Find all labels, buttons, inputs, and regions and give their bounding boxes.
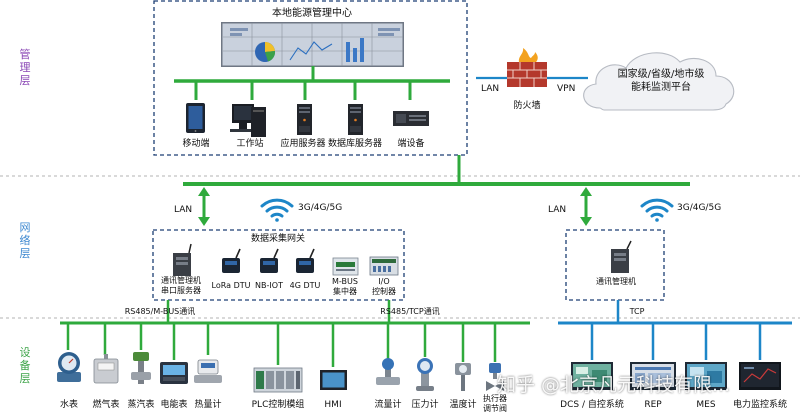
control-label: 流量计 bbox=[374, 400, 402, 410]
gateway-item-label: LoRa DTU bbox=[211, 281, 251, 290]
dtu-icon bbox=[260, 248, 279, 273]
firewall-icon bbox=[507, 48, 547, 87]
valve-icon bbox=[486, 363, 504, 391]
bus-right-label: TCP bbox=[629, 307, 645, 316]
hmi-icon bbox=[320, 370, 347, 390]
left-wireless-label: 3G/4G/5G bbox=[298, 203, 343, 213]
right-gateway-box bbox=[565, 229, 665, 301]
plc-icon bbox=[253, 367, 303, 393]
gateway-title: 数据采集网关 bbox=[250, 234, 306, 244]
gateway-item-label: 串口服务器 bbox=[161, 286, 201, 295]
dtu-icon bbox=[222, 248, 241, 273]
right-lan-arrow bbox=[580, 187, 592, 226]
meter-label: 热量计 bbox=[194, 400, 222, 410]
gateway-item-label: 4G DTU bbox=[289, 281, 321, 290]
gateway-item-label: NB-IOT bbox=[255, 281, 283, 290]
device-label-app-server: 应用服务器 bbox=[280, 139, 326, 149]
system-label: MES bbox=[696, 400, 716, 410]
water-meter-icon bbox=[57, 352, 81, 382]
device-label-workstation: 工作站 bbox=[236, 139, 264, 149]
screen-icon bbox=[685, 362, 727, 390]
rack-device-icon bbox=[393, 111, 429, 126]
screen-icon bbox=[739, 362, 781, 390]
cloud-icon bbox=[583, 52, 735, 111]
cloud-text-line1: 国家级/省级/地市级 bbox=[617, 69, 705, 80]
thermometer-icon bbox=[455, 363, 471, 391]
gas-meter-icon bbox=[93, 354, 119, 384]
steam-meter-icon bbox=[131, 352, 151, 384]
control-label: 执行器 bbox=[483, 394, 507, 403]
comm-manager-icon bbox=[173, 243, 192, 276]
control-label: 调节阀 bbox=[483, 404, 507, 413]
device-label-end-device: 端设备 bbox=[397, 139, 425, 149]
comm-manager-icon bbox=[611, 240, 632, 273]
io-controller-icon bbox=[369, 256, 399, 276]
server-icon bbox=[297, 104, 312, 135]
screen-icon bbox=[630, 362, 676, 390]
meter-label: 燃气表 bbox=[92, 400, 120, 410]
right-wireless-label: 3G/4G/5G bbox=[677, 203, 722, 213]
control-label: HMI bbox=[324, 400, 342, 410]
left-lan-arrow bbox=[198, 187, 210, 226]
workstation-icon bbox=[230, 104, 266, 137]
layer-label-management: 管理层 bbox=[19, 48, 31, 87]
gateway-item-label: M-BUS bbox=[332, 277, 358, 286]
watermark-text: 知乎 @北京凡元科技有限... bbox=[497, 374, 731, 396]
wifi-icon bbox=[260, 198, 294, 222]
heat-meter-icon bbox=[194, 359, 222, 383]
meter-label: 水表 bbox=[59, 400, 79, 410]
layer-label-device: 设备层 bbox=[19, 346, 31, 385]
cloud-text-line2: 能耗监测平台 bbox=[631, 82, 691, 93]
gateway-item-label: 控制器 bbox=[372, 287, 396, 296]
mbus-icon bbox=[332, 257, 359, 276]
meter-label: 蒸汽表 bbox=[127, 400, 155, 410]
gateway-item-label: 通讯管理机 bbox=[161, 276, 201, 285]
flowmeter-icon bbox=[376, 358, 400, 385]
screen-icon bbox=[571, 362, 613, 390]
video-wall bbox=[221, 22, 404, 67]
tablet-icon bbox=[186, 103, 205, 133]
system-label: DCS / 自控系统 bbox=[560, 400, 624, 410]
device-label-db-server: 数据库服务器 bbox=[327, 139, 383, 149]
management-center-title: 本地能源管理中心 bbox=[272, 8, 352, 19]
firewall-label: 防火墙 bbox=[513, 101, 541, 111]
bus-mid-label: RS485/TCP通讯 bbox=[380, 307, 440, 316]
server-icon bbox=[348, 104, 363, 135]
gateway-item-label: 集中器 bbox=[333, 287, 357, 296]
wifi-icon bbox=[640, 198, 674, 222]
dtu-icon bbox=[296, 248, 315, 273]
control-label: PLC控制模组 bbox=[251, 400, 305, 410]
power-meter-icon bbox=[160, 362, 188, 384]
control-label: 压力计 bbox=[411, 400, 439, 410]
right-lan-label: LAN bbox=[548, 205, 567, 215]
control-label: 温度计 bbox=[449, 400, 477, 410]
firewall-lan-label: LAN bbox=[481, 84, 500, 94]
pressure-gauge-icon bbox=[416, 358, 434, 391]
meter-label: 电能表 bbox=[160, 400, 188, 410]
right-gateway-label: 通讯管理机 bbox=[596, 277, 636, 286]
management-center-box bbox=[153, 0, 468, 156]
system-label: 电力监控系统 bbox=[732, 400, 788, 410]
gateway-item-label: I/O bbox=[378, 277, 390, 286]
system-label: REP bbox=[644, 400, 662, 410]
firewall-vpn-label: VPN bbox=[557, 84, 576, 94]
device-label-mobile: 移动端 bbox=[182, 139, 210, 149]
layer-label-network: 网络层 bbox=[19, 221, 31, 260]
left-lan-label: LAN bbox=[174, 205, 193, 215]
bus-left-label: RS485/M-BUS通讯 bbox=[124, 307, 196, 316]
